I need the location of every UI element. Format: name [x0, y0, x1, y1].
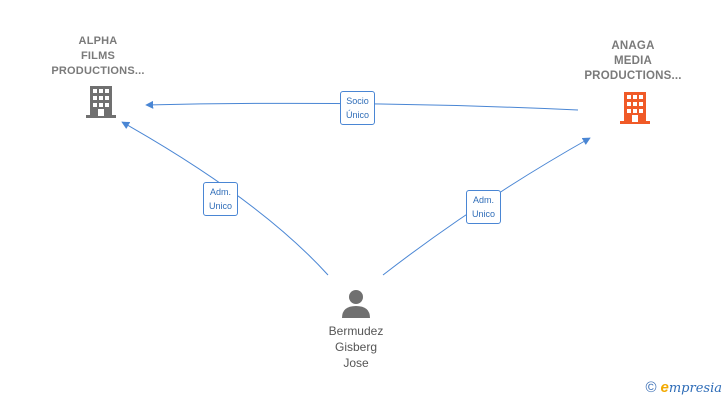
label-line: FILMS [81, 50, 115, 62]
label-line: Socio [346, 96, 369, 106]
edge-person-to-alpha [121, 121, 329, 276]
label-line: ANAGA [611, 40, 655, 52]
label-line: Único [346, 110, 370, 120]
label-line: PRODUCTIONS... [584, 70, 682, 82]
label-line: PRODUCTIONS... [51, 65, 145, 77]
label-line: MEDIA [613, 55, 653, 67]
label-line: Unico [209, 201, 233, 211]
empresia-logo[interactable]: ©empresia [645, 379, 722, 396]
company-label-anaga[interactable]: ANAGA MEDIA PRODUCTIONS... [572, 39, 694, 84]
company-label-alpha[interactable]: ALPHA FILMS PRODUCTIONS... [40, 34, 156, 79]
label-line: Unico [472, 209, 496, 219]
label-line: Adm. [210, 187, 232, 197]
label-line: Jose [343, 356, 369, 370]
person-label[interactable]: Bermudez Gisberg Jose [306, 323, 406, 371]
edge-label-adm-unico-alpha[interactable]: Adm. Unico [203, 182, 239, 216]
edge-label-socio-unico[interactable]: Socio Único [340, 91, 376, 125]
label-line: Bermudez [328, 324, 384, 338]
logo-text: mpresia [668, 381, 722, 396]
logo-initial: e [660, 379, 669, 396]
building-icon[interactable] [86, 86, 116, 118]
label-line: ALPHA [78, 35, 118, 47]
person-icon[interactable] [342, 290, 370, 318]
label-line: Gisberg [334, 340, 378, 354]
copyright-icon: © [645, 379, 657, 396]
building-icon[interactable] [620, 92, 650, 124]
edge-label-adm-unico-anaga[interactable]: Adm. Unico [466, 190, 502, 224]
label-line: Adm. [473, 195, 495, 205]
